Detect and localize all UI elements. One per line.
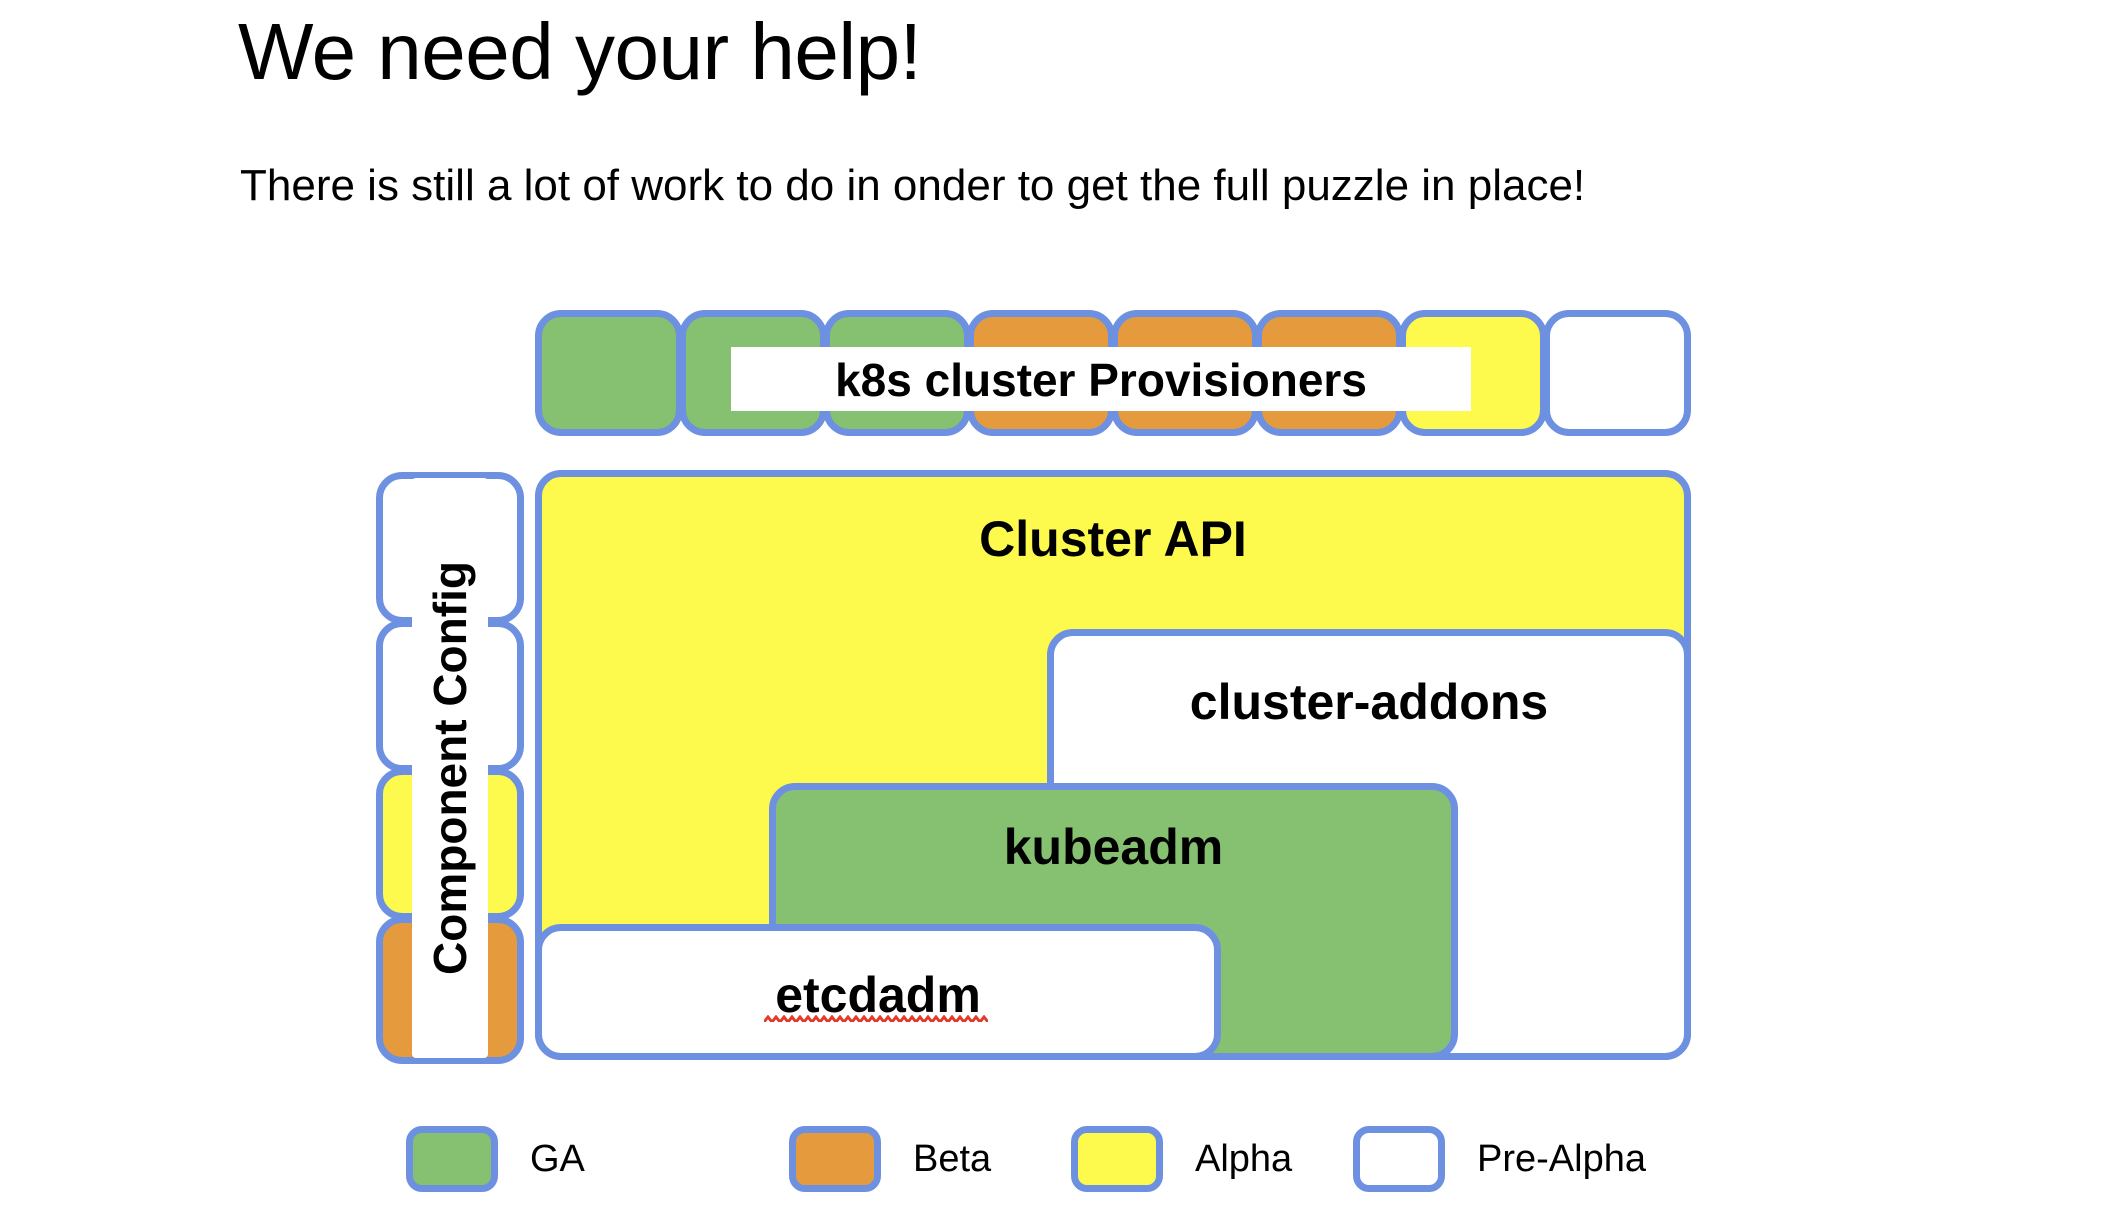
legend-label-beta: Beta (913, 1137, 992, 1180)
legend-item-prealpha: Pre-Alpha (1353, 1124, 1646, 1194)
page-title: We need your help! (238, 7, 922, 96)
provisioners-label: k8s cluster Provisioners (835, 354, 1367, 406)
etcdadm-box[interactable] (535, 924, 1221, 1060)
etcdadm-label: etcdadm (775, 967, 981, 1023)
component-config-label-banner (412, 478, 488, 1058)
spellcheck-underline-icon (764, 1012, 988, 1022)
page-subtitle: There is still a lot of work to do in on… (240, 161, 1586, 210)
cluster-api-label: Cluster API (979, 511, 1247, 567)
legend-swatch-prealpha (1353, 1126, 1445, 1192)
legend-label-alpha: Alpha (1195, 1137, 1293, 1180)
legend-item-alpha: Alpha (1071, 1124, 1292, 1194)
legend-item-beta: Beta (789, 1124, 991, 1194)
legend-swatch-beta (789, 1126, 881, 1192)
provisioner-box-1-ga[interactable] (535, 310, 683, 436)
legend-item-ga: GA (406, 1124, 585, 1194)
component-config-label-text: Component Config (424, 561, 477, 975)
legend-swatch-ga (406, 1126, 498, 1192)
legend-label-prealpha: Pre-Alpha (1477, 1137, 1646, 1180)
legend-swatch-alpha (1071, 1126, 1163, 1192)
component-config-label: Component Config (412, 478, 488, 1058)
legend-label-ga: GA (530, 1137, 585, 1180)
provisioners-label-banner (731, 347, 1471, 411)
cluster-addons-label: cluster-addons (1189, 674, 1549, 730)
kubeadm-label: kubeadm (1003, 819, 1224, 875)
provisioner-box-8-prealpha[interactable] (1543, 310, 1691, 436)
